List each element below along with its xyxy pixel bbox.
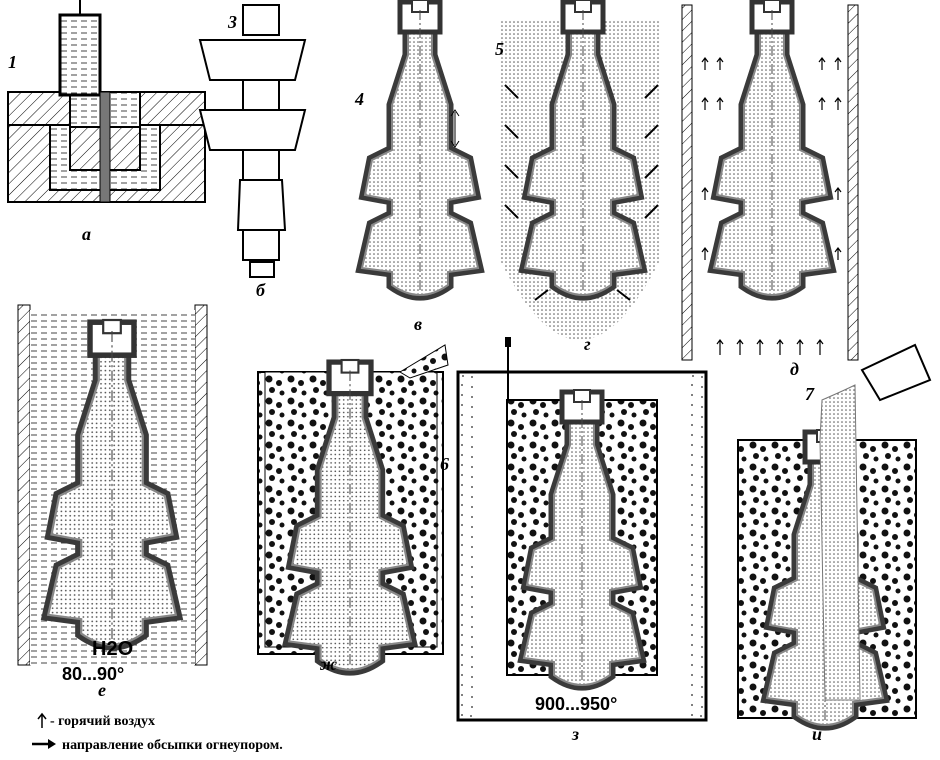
water-temperature: 80...90° — [62, 664, 124, 684]
panel-a-die: 1 а — [7, 0, 206, 244]
panel-label-v: в — [414, 314, 422, 334]
panel-i-pouring: 7 и — [737, 343, 932, 744]
panel-zh-flask: ж — [257, 344, 449, 674]
label-1: 1 — [8, 52, 17, 72]
panel-d-drying: д — [681, 0, 859, 379]
panel-label-g: г — [584, 334, 591, 354]
label-6: 6 — [440, 454, 449, 474]
legend-hot-air: - горячий воздух — [50, 714, 155, 729]
panel-label-zh: ж — [319, 654, 337, 674]
legend: - горячий воздух направление обсыпки огн… — [32, 712, 283, 753]
panel-v-coating: 4 в — [354, 0, 478, 334]
coating-direction-arrow-icon — [32, 739, 56, 749]
hot-air-arrow-icon — [37, 712, 47, 728]
label-4: 4 — [354, 89, 364, 109]
panel-label-z: з — [571, 724, 579, 744]
panel-g-sanding: 5 г — [495, 0, 660, 354]
panel-e-dewaxing: H2O 80...90° е — [17, 304, 208, 700]
label-5: 5 — [495, 39, 504, 59]
panel-label-d: д — [790, 359, 799, 379]
panel-z-furnace: 6 900...950° з — [440, 337, 708, 744]
panel-b-assembly: 3 б — [198, 4, 307, 300]
label-3: 3 — [227, 12, 237, 32]
panel-label-b: б — [256, 280, 266, 300]
label-7: 7 — [805, 384, 815, 404]
panel-label-i: и — [812, 724, 822, 744]
legend-coating-direction: направление обсыпки огнеупором. — [62, 738, 283, 753]
panel-label-a: а — [82, 224, 91, 244]
water-label: H2O — [92, 638, 133, 660]
panel-label-e: е — [98, 680, 106, 700]
furnace-temperature: 900...950° — [535, 694, 617, 714]
